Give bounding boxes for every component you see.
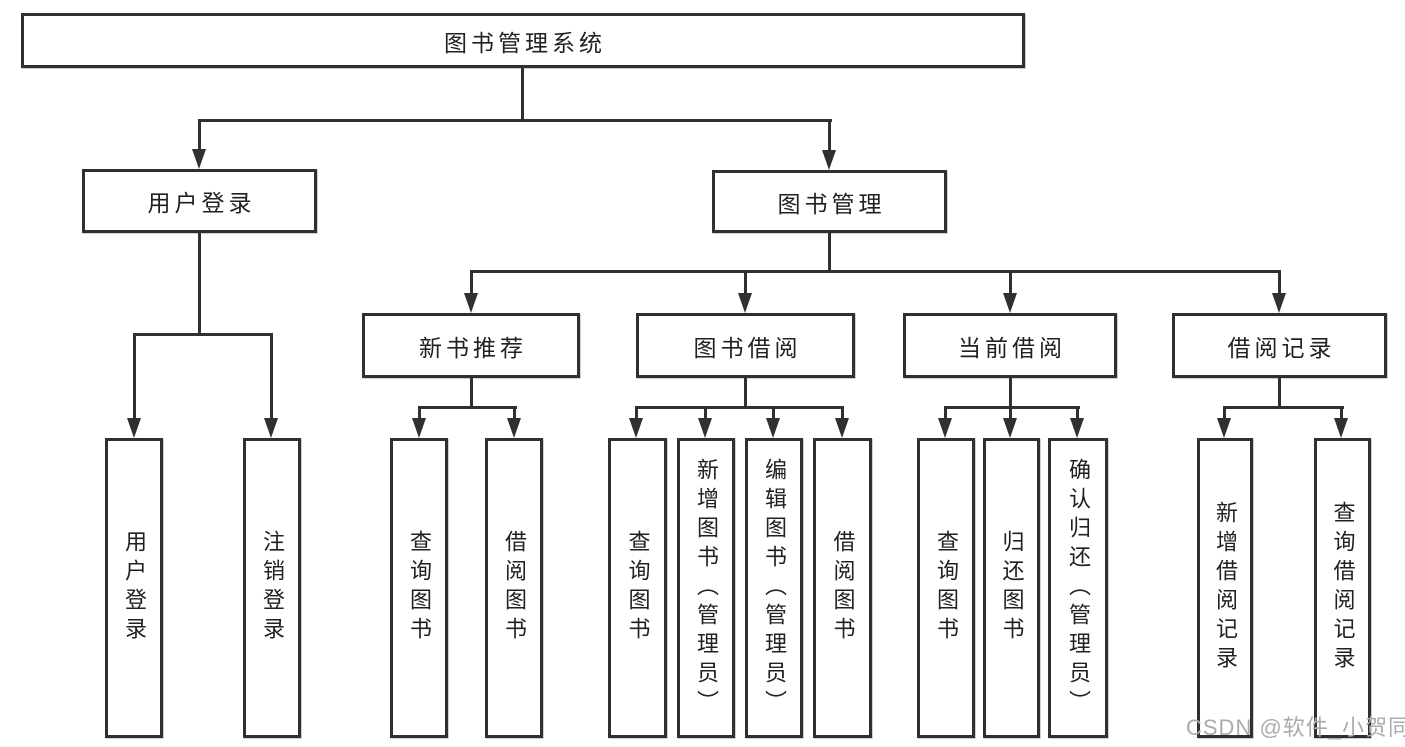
connector-vline [270, 333, 273, 419]
leaf-confirm-return-admin: 确认归还（管理员） [1048, 438, 1108, 738]
arrowhead-down [507, 418, 521, 438]
leaf-user-login: 用户登录 [105, 438, 163, 738]
leaf-query-books-borrow: 查询图书 [608, 438, 667, 738]
connector-vline [1076, 406, 1079, 420]
arrowhead-down [1217, 418, 1231, 438]
arrowhead-down [1003, 418, 1017, 438]
connector-vline [772, 406, 775, 420]
leaf-borrow-books: 借阅图书 [813, 438, 872, 738]
connector-vline [1278, 270, 1281, 295]
csdn-watermark: CSDN @软件_小贺同学 [1186, 715, 1405, 740]
leaf-edit-books-admin: 编辑图书（管理员） [745, 438, 803, 738]
connector-hline [198, 119, 832, 122]
arrowhead-down [1003, 293, 1017, 313]
connector-vline [470, 378, 473, 409]
connector-vline [513, 406, 516, 420]
leaf-query-books-current: 查询图书 [917, 438, 975, 738]
connector-vline [1223, 406, 1226, 420]
connector-vline [744, 270, 747, 295]
connector-vline [704, 406, 707, 420]
connector-vline [1340, 406, 1343, 420]
arrowhead-down [835, 418, 849, 438]
arrowhead-down [938, 418, 952, 438]
connector-vline [1009, 378, 1012, 409]
connector-hline [1223, 406, 1344, 409]
connector-vline [635, 406, 638, 420]
connector-vline [133, 333, 136, 419]
node-book-borrowing: 图书借阅 [636, 313, 855, 378]
connector-vline [944, 406, 947, 420]
node-library-management-system: 图书管理系统 [21, 13, 1025, 68]
connector-hline [944, 406, 1080, 409]
connector-vline [1278, 378, 1281, 409]
connector-hline [470, 270, 1281, 273]
arrowhead-down [464, 293, 478, 313]
arrowhead-down [264, 418, 278, 438]
arrowhead-down [1070, 418, 1084, 438]
leaf-logout: 注销登录 [243, 438, 301, 738]
arrowhead-down [698, 418, 712, 438]
connector-vline [198, 119, 201, 151]
connector-hline [418, 406, 517, 409]
leaf-add-books-admin: 新增图书（管理员） [677, 438, 735, 738]
connector-vline [841, 406, 844, 420]
arrowhead-down [1334, 418, 1348, 438]
node-user-login: 用户登录 [82, 169, 317, 233]
connector-vline [198, 233, 201, 336]
leaf-query-books-recommend: 查询图书 [390, 438, 448, 738]
arrowhead-down [766, 418, 780, 438]
connector-vline [828, 119, 831, 152]
node-new-book-recommendation: 新书推荐 [362, 313, 580, 378]
arrowhead-down [629, 418, 643, 438]
arrowhead-down [192, 149, 206, 169]
connector-hline [635, 406, 844, 409]
connector-vline [521, 67, 524, 120]
leaf-query-borrow-record: 查询借阅记录 [1314, 438, 1371, 738]
connector-hline [133, 333, 273, 336]
connector-vline [470, 270, 473, 295]
connector-vline [1009, 270, 1012, 295]
arrowhead-down [412, 418, 426, 438]
node-book-management: 图书管理 [712, 170, 947, 233]
leaf-return-books: 归还图书 [983, 438, 1040, 738]
connector-vline [744, 378, 747, 409]
leaf-add-borrow-record: 新增借阅记录 [1197, 438, 1253, 738]
connector-vline [1009, 406, 1012, 420]
leaf-borrow-books-recommend: 借阅图书 [485, 438, 543, 738]
arrowhead-down [1272, 293, 1286, 313]
node-borrowing-records: 借阅记录 [1172, 313, 1387, 378]
connector-vline [418, 406, 421, 420]
node-current-borrowing: 当前借阅 [903, 313, 1117, 378]
connector-vline [828, 233, 831, 273]
arrowhead-down [127, 418, 141, 438]
arrowhead-down [738, 293, 752, 313]
arrowhead-down [822, 150, 836, 170]
